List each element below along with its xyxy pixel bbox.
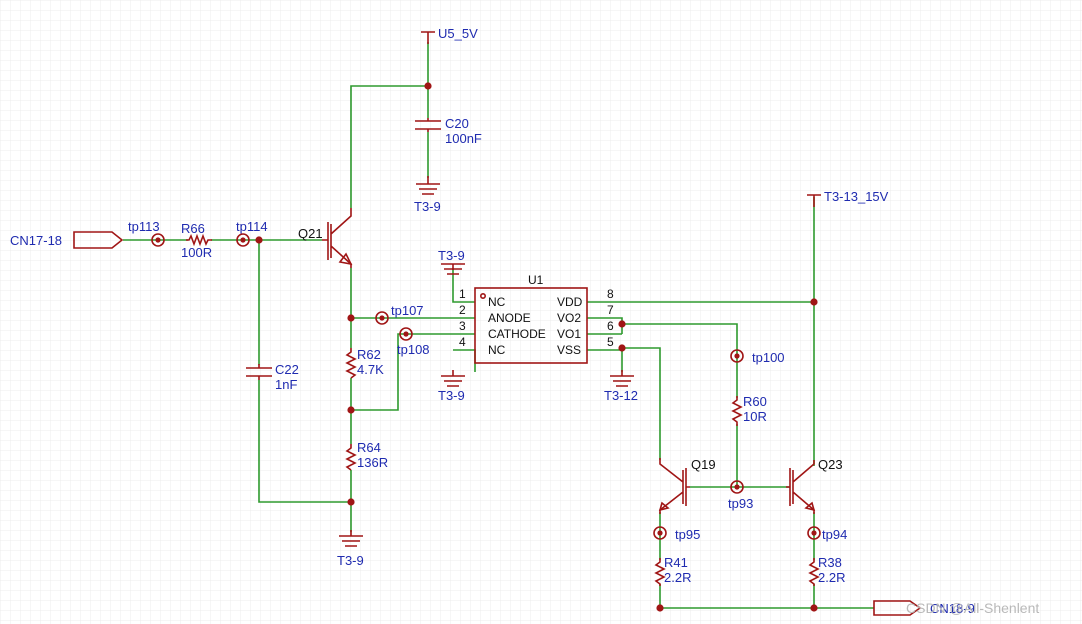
port-label: CN17-18 [10, 233, 62, 248]
pin1-marker [479, 292, 486, 299]
power-label: T3-13_15V [824, 189, 889, 204]
transistor-q21[interactable]: Q21 [298, 208, 353, 268]
pin-name: NC [488, 343, 506, 357]
testpoint-label: tp108 [397, 342, 430, 357]
component-value: 100nF [445, 131, 482, 146]
testpoint-tp107[interactable]: tp107 [375, 303, 424, 325]
junction [618, 320, 626, 328]
port-cn17-18[interactable]: CN17-18 [10, 231, 124, 249]
power-label: U5_5V [438, 26, 478, 41]
component-ref: R38 [818, 555, 842, 570]
component-ref: R60 [743, 394, 767, 409]
resistor-r41[interactable]: R41 2.2R [654, 555, 691, 586]
ground-symbol-c20[interactable]: T3-9 [414, 176, 441, 214]
pin-number: 2 [459, 303, 466, 317]
component-value: 1nF [275, 377, 297, 392]
testpoint-label: tp95 [675, 527, 700, 542]
pin-number: 7 [607, 303, 614, 317]
junction [347, 406, 355, 414]
capacitor-c22[interactable]: C22 1nF [246, 362, 299, 392]
component-ref: R66 [181, 221, 205, 236]
pin-number: 5 [607, 335, 614, 349]
pin-name: VSS [557, 343, 581, 357]
component-ref: C20 [445, 116, 469, 131]
junction [255, 236, 263, 244]
testpoint-tp114[interactable]: tp114 [236, 219, 268, 247]
component-ref: Q23 [818, 457, 843, 472]
ground-label: T3-9 [438, 248, 465, 263]
junction [810, 604, 818, 612]
testpoint-label: tp107 [391, 303, 424, 318]
testpoint-tp108[interactable]: tp108 [397, 327, 430, 357]
component-value: 2.2R [664, 570, 691, 585]
ground-label: T3-9 [438, 388, 465, 403]
testpoint-label: tp93 [728, 496, 753, 511]
component-ref: U1 [528, 273, 544, 287]
pin-name: CATHODE [488, 327, 546, 341]
resistor-r38[interactable]: R38 2.2R [808, 555, 845, 586]
junction [656, 604, 664, 612]
watermark-text: CSDN @All-Shenlent [906, 600, 1039, 616]
pin-number: 6 [607, 319, 614, 333]
component-value: 2.2R [818, 570, 845, 585]
pin-name: ANODE [488, 311, 531, 325]
component-value: 4.7K [357, 362, 384, 377]
capacitor-c20[interactable]: C20 100nF [415, 116, 482, 146]
component-ref: C22 [275, 362, 299, 377]
junction [424, 82, 432, 90]
testpoint-tp93[interactable]: tp93 [728, 480, 753, 511]
component-ref: R62 [357, 347, 381, 362]
testpoint-label: tp100 [752, 350, 785, 365]
testpoint-tp113[interactable]: tp113 [128, 219, 165, 247]
pin-number: 4 [459, 335, 466, 349]
component-value: 100R [181, 245, 212, 260]
testpoint-tp94[interactable]: tp94 [807, 526, 847, 542]
ground-label: T3-9 [337, 553, 364, 568]
component-value: 136R [357, 455, 388, 470]
power-flag-t3-13-15v[interactable]: T3-13_15V [807, 189, 889, 207]
ground-label: T3-9 [414, 199, 441, 214]
port-cn18-9[interactable]: CN18-9 [873, 600, 975, 616]
testpoint-label: tp94 [822, 527, 847, 542]
ground-symbol-u1-pin4[interactable]: T3-9 [438, 370, 465, 403]
ground-symbol-bottom[interactable]: T3-9 [337, 530, 364, 568]
testpoint-label: tp114 [236, 219, 268, 234]
junctions [255, 82, 818, 612]
component-value: 10R [743, 409, 767, 424]
component-ref: R64 [357, 440, 381, 455]
power-flag-u5-5v[interactable]: U5_5V [421, 26, 478, 44]
component-ref: R41 [664, 555, 688, 570]
pin-name: NC [488, 295, 506, 309]
resistor-r64[interactable]: R64 136R [345, 440, 388, 471]
resistor-r66[interactable]: R66 100R [181, 221, 212, 260]
ic-u1[interactable]: U1 1 2 3 4 NC ANODE CATHODE NC 8 7 6 5 V… [459, 273, 614, 364]
ground-label: T3-12 [604, 388, 638, 403]
junction [347, 498, 355, 506]
pin-name: VO1 [557, 327, 581, 341]
testpoint-tp100[interactable]: tp100 [730, 349, 785, 365]
resistor-r62[interactable]: R62 4.7K [345, 347, 384, 379]
transistor-q23[interactable]: Q23 [786, 457, 843, 514]
pin-name: VO2 [557, 311, 581, 325]
junction [618, 344, 626, 352]
ground-symbol-u1-pin1[interactable]: T3-9 [438, 248, 465, 275]
port-label: CN18-9 [930, 601, 975, 616]
pin-number: 1 [459, 287, 466, 301]
pin-name: VDD [557, 295, 583, 309]
junction [810, 298, 818, 306]
pin-number: 3 [459, 319, 466, 333]
pin-number: 8 [607, 287, 614, 301]
ground-symbol-u1-pin5[interactable]: T3-12 [604, 370, 638, 403]
component-ref: Q21 [298, 226, 323, 241]
ic-body [474, 287, 588, 364]
testpoint-tp95[interactable]: tp95 [653, 526, 700, 542]
junction [347, 314, 355, 322]
transistor-q19[interactable]: Q19 [658, 457, 716, 514]
resistor-r60[interactable]: R60 10R [731, 394, 767, 426]
testpoint-label: tp113 [128, 219, 160, 234]
component-ref: Q19 [691, 457, 716, 472]
